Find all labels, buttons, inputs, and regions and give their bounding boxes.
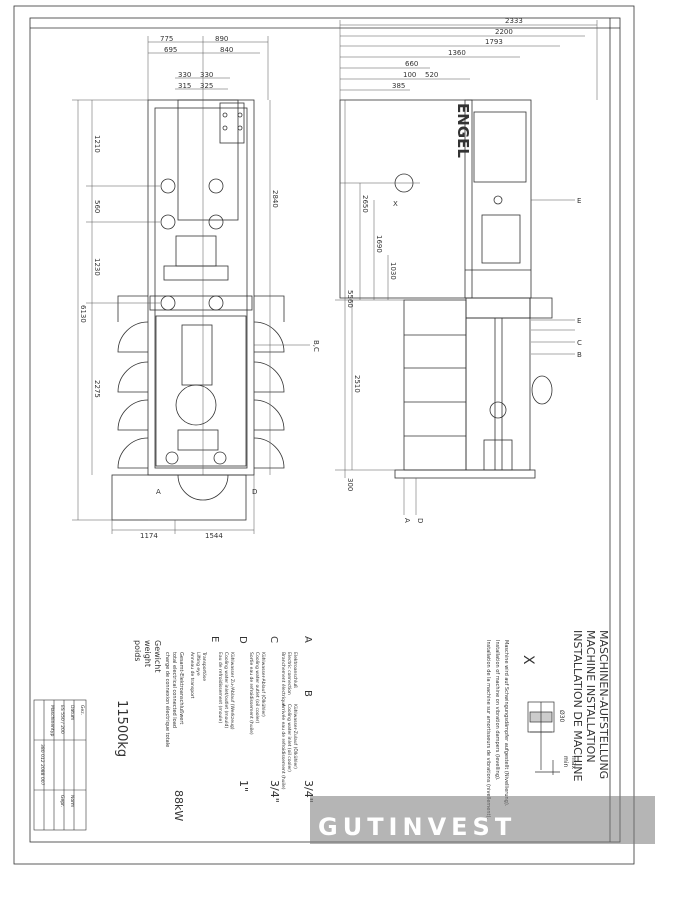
side-dim-100: 100 [403,71,416,79]
title-block-row-1: Maschinentyp [49,705,55,736]
side-callout-x: X [393,200,398,208]
plan-view [72,36,310,534]
side-dim-520: 520 [425,71,438,79]
plan-callout-d: D [252,488,257,496]
detail-sleeve-label: Ø30 [558,710,565,723]
legend-e-de: Transportöse [201,651,207,681]
side-dim-2200: 2200 [495,28,513,36]
legend-c-value: 3/4" [268,780,281,803]
detail-min-label: min [562,756,569,768]
side-dim-1793: 1793 [485,38,503,46]
plan-callout-a: A [156,488,161,496]
legend-d-fr: Eau de refroidissement (moule) [217,652,223,723]
legend-b-de: Kühlwasser-Zulauf (Ölkühler) [292,704,299,769]
engel-logo: ENGEL [454,103,472,158]
plan-dim-325: 325 [200,82,213,90]
side-dim-660: 660 [405,60,418,68]
detail-max-label: max [570,756,577,770]
watermark-name: GUTINVEST [318,813,517,841]
plan-dim-560: 560 [93,200,101,213]
side-dim-300: 300 [346,478,354,491]
plan-dim-695: 695 [164,46,177,54]
plan-dim-890: 890 [215,35,228,43]
detail-note-de: Maschine wird auf Schwingungsdämpfer auf… [503,640,509,807]
side-dim-2333: 2333 [505,17,523,25]
title-fr: INSTALLATION DE MACHINE [571,630,584,782]
legend-d-de: Kühlwasser Zu-/Ablauf (Werkzeug) [229,652,235,730]
side-callout-e1: E [577,197,581,205]
legend-d-en: Cooling water inlet/outlet (mould) [223,652,229,728]
title-block-row-4: Gez. [79,705,85,715]
power-value: 88kW [172,790,185,821]
legend-key-b: B [302,690,313,697]
title-block-row-6: Norm [69,795,75,807]
plan-dim-6130: 6130 [79,305,87,323]
plan-dim-1230: 1230 [93,258,101,276]
side-view [335,20,598,515]
title-de: MASCHINEN-AUFSTELLUNG [597,630,610,779]
legend-c-de: Kühlwasser-Ablauf (Ölkühler) [260,652,267,717]
side-dim-1690: 1690 [375,235,383,253]
weight-de: Gewicht [153,640,162,673]
weight-en: weight [143,640,152,667]
title-block-row-5: Gepr. [59,795,65,807]
plan-dim-1210: 1210 [93,135,101,153]
plan-dim-330b: 330 [200,71,213,79]
legend-key-d: D [237,636,248,644]
side-dim-5560: 5560 [346,290,354,308]
detail-note-fr: Installation de la machine sur amortisse… [485,640,491,819]
sheet-border [13,5,635,865]
legend-b-en: Cooling water inlet (oil cooler) [286,704,292,772]
title-block-number: 380 012 2088 007 [39,744,45,786]
side-dim-1360: 1360 [448,49,466,57]
legend-e-fr: Anneau de transport [189,652,195,699]
side-callout-e2: E [577,317,581,325]
weight-value: 11500kg [114,700,129,757]
side-callout-c: C [577,339,582,347]
side-callout-a: A [403,518,411,523]
legend-c-en: Cooling water outlet (oil cooler) [254,652,260,723]
side-dim-385: 385 [392,82,405,90]
detail-marker: X [520,655,536,665]
side-callout-b: B [577,351,582,359]
detail-note-en: Installation of machine on vibration dam… [494,640,500,781]
side-dim-1030: 1030 [389,262,397,280]
side-callout-d: D [416,518,424,523]
legend-a-en: Electric connection [286,652,292,695]
power-en: total electrical connected load [171,652,177,728]
plan-dim-1174: 1174 [140,532,158,540]
legend-key-e: E [209,636,220,642]
legend-e-en: Lifting eye [195,652,201,676]
side-dim-2510: 2510 [353,375,361,393]
power-de: Gesamt-Elektroanschlußwert [178,652,184,724]
power-fr: charge de connexion électrique totale [164,652,171,747]
title-block [33,699,87,831]
legend-key-a: A [302,636,313,643]
plan-dim-315: 315 [178,82,191,90]
detail-x-sketch [527,701,560,775]
weight-fr: poids [133,640,142,661]
legend-a-fr: Branchement électrique [280,652,287,707]
watermark-subtitle: INTERNATIONAL ASSETS [322,844,526,858]
plan-dim-330a: 330 [178,71,191,79]
title-block-row-3: Datum [69,705,75,720]
title-block-row-2: ES 550 / 200 [59,705,65,734]
watermark-banner [310,796,655,844]
side-dim-2650: 2650 [361,195,369,213]
plan-dim-840: 840 [220,46,233,54]
plan-dim-2275: 2275 [93,380,101,398]
plan-dim-775: 775 [160,35,173,43]
legend-a-de: Elektroanschluß [292,652,298,688]
legend-key-c: C [268,636,279,643]
plan-dim-2840: 2840 [271,190,279,208]
plan-callout-bc: B,C [312,340,320,352]
legend-c-fr: Sortie eau de refroidissement (huile) [248,652,254,735]
legend-b-fr: Arrivée eau de refroidissement (huile) [280,704,287,790]
title-en: MACHINE INSTALLATION [584,630,597,763]
legend-d-value: 1" [237,780,250,792]
plan-dim-1544: 1544 [205,532,223,540]
